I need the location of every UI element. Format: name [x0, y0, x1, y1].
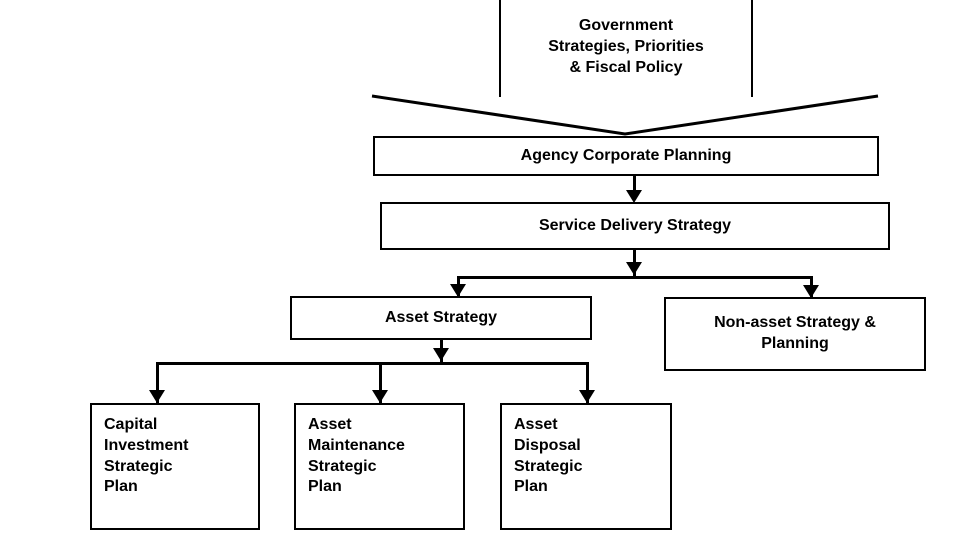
node-capital-investment-strategic-plan-label: Capital Investment Strategic Plan: [104, 416, 189, 496]
arrowhead-asset-to-maintenance: [372, 390, 388, 403]
connector-agency-to-service-line: [633, 176, 636, 194]
node-asset-strategy: Asset Strategy: [290, 296, 592, 340]
chevron-connector-government-to-agency: [371, 94, 879, 136]
node-government-label: Government Strategies, Priorities & Fisc…: [548, 17, 704, 76]
node-capital-investment-strategic-plan: Capital Investment Strategic Plan: [90, 403, 260, 530]
node-asset-maintenance-strategic-plan-label: Asset Maintenance Strategic Plan: [308, 416, 405, 496]
connector-asset-split-bar: [156, 362, 589, 365]
node-asset-disposal-strategic-plan-label: Asset Disposal Strategic Plan: [514, 416, 583, 496]
arrowhead-service-to-non-asset: [803, 285, 819, 298]
connector-service-split-bar: [457, 276, 813, 279]
node-non-asset-strategy-planning: Non-asset Strategy & Planning: [664, 297, 926, 371]
connector-asset-to-capital-line: [156, 362, 159, 403]
arrowhead-asset-strategy-center: [433, 348, 449, 361]
node-government: Government Strategies, Priorities & Fisc…: [499, 0, 753, 97]
arrowhead-service-to-asset-strategy: [450, 284, 466, 297]
node-service-delivery-strategy-label: Service Delivery Strategy: [538, 216, 732, 234]
node-agency-corporate-planning-label: Agency Corporate Planning: [520, 146, 732, 164]
arrowhead-service-to-center: [626, 262, 642, 275]
connector-asset-to-maintenance-line: [379, 362, 382, 403]
node-asset-strategy-label: Asset Strategy: [384, 308, 498, 326]
node-asset-maintenance-strategic-plan: Asset Maintenance Strategic Plan: [294, 403, 465, 530]
node-service-delivery-strategy: Service Delivery Strategy: [380, 202, 890, 250]
node-agency-corporate-planning: Agency Corporate Planning: [373, 136, 879, 176]
node-non-asset-strategy-planning-label: Non-asset Strategy & Planning: [714, 314, 876, 352]
arrowhead-asset-to-disposal: [579, 390, 595, 403]
arrowhead-agency-to-service: [626, 190, 642, 203]
arrowhead-asset-to-capital-investment: [149, 390, 165, 403]
connector-asset-to-disposal-line: [586, 362, 589, 403]
node-asset-disposal-strategic-plan: Asset Disposal Strategic Plan: [500, 403, 672, 530]
